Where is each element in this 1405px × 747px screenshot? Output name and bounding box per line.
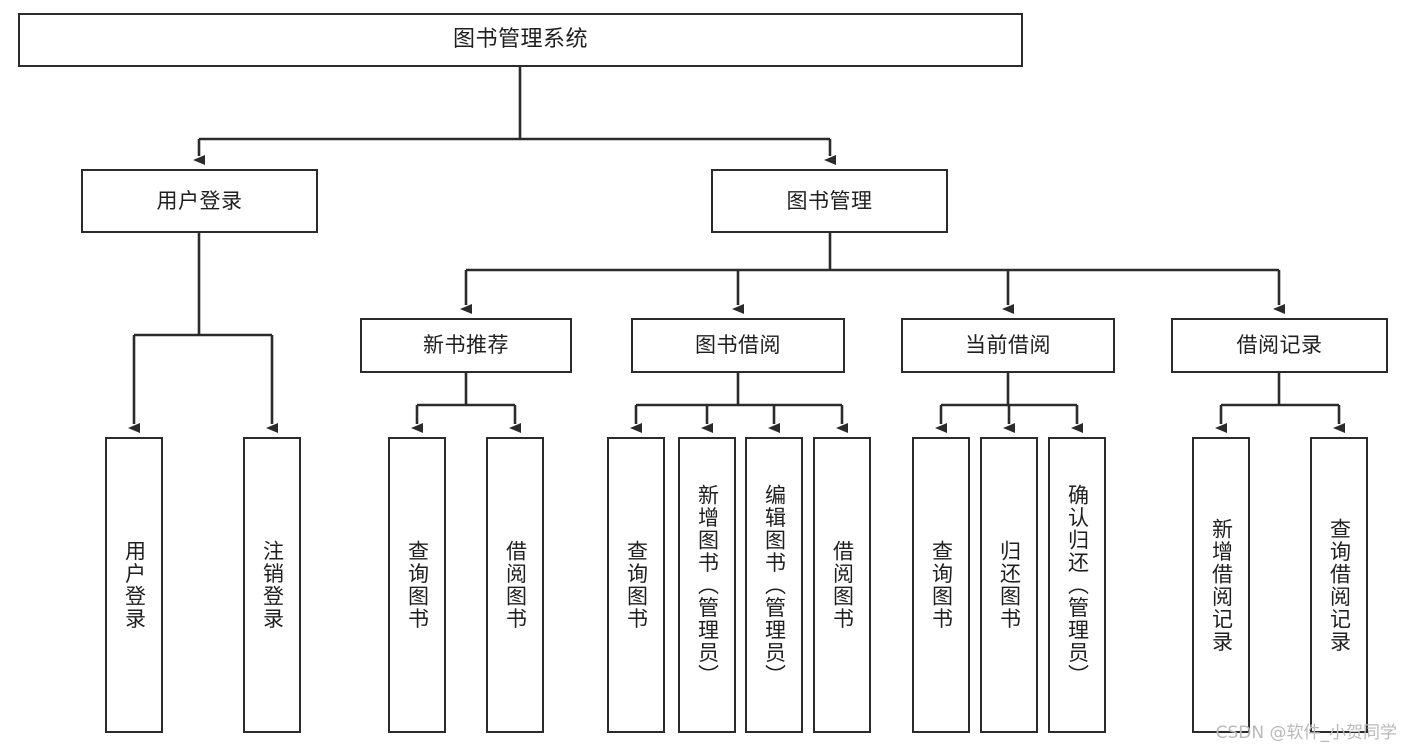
node-leaf-add-record[interactable]: 新增借阅记录	[1192, 437, 1250, 733]
node-leaf-confirm-return[interactable]: 确认归还（管理员）	[1048, 437, 1106, 733]
node-label: 编辑图书（管理员）	[762, 483, 787, 687]
node-label: 图书借阅	[695, 333, 781, 358]
node-label: 当前借阅	[965, 333, 1051, 358]
node-label: 用户登录	[122, 540, 147, 630]
node-label: 查询图书	[405, 540, 430, 630]
node-label: 新增图书（管理员）	[695, 483, 720, 687]
node-leaf-user-login[interactable]: 用户登录	[105, 437, 163, 733]
node-label: 借阅图书	[830, 540, 855, 630]
node-leaf-logout[interactable]: 注销登录	[243, 437, 301, 733]
node-label: 图书管理系统	[452, 27, 588, 53]
node-current-borrow[interactable]: 当前借阅	[901, 318, 1115, 373]
node-label: 新增借阅记录	[1209, 517, 1234, 653]
node-borrow-record[interactable]: 借阅记录	[1171, 318, 1388, 373]
node-leaf-borrow-book-1[interactable]: 借阅图书	[486, 437, 544, 733]
node-label: 图书管理	[786, 188, 873, 213]
node-leaf-add-book[interactable]: 新增图书（管理员）	[678, 437, 736, 733]
node-label: 查询图书	[929, 540, 954, 630]
node-label: 借阅图书	[503, 540, 528, 630]
node-label: 归还图书	[997, 540, 1022, 630]
node-leaf-borrow-book-2[interactable]: 借阅图书	[813, 437, 871, 733]
node-leaf-edit-book[interactable]: 编辑图书（管理员）	[745, 437, 803, 733]
node-label: 查询借阅记录	[1327, 517, 1352, 653]
node-label: 查询图书	[624, 540, 649, 630]
node-book-manage[interactable]: 图书管理	[711, 169, 948, 233]
node-new-book-recommend[interactable]: 新书推荐	[360, 318, 572, 373]
node-leaf-return-book[interactable]: 归还图书	[980, 437, 1038, 733]
node-label: 用户登录	[156, 188, 243, 213]
node-user-login[interactable]: 用户登录	[81, 169, 318, 233]
node-label: 新书推荐	[423, 333, 509, 358]
node-leaf-query-book-3[interactable]: 查询图书	[912, 437, 970, 733]
node-leaf-query-book-2[interactable]: 查询图书	[607, 437, 665, 733]
node-book-borrow[interactable]: 图书借阅	[631, 318, 845, 373]
node-label: 注销登录	[260, 540, 285, 630]
node-label: 借阅记录	[1236, 333, 1323, 358]
csdn-watermark: CSDN @软件_小贺同学	[1215, 723, 1397, 743]
node-leaf-query-book-1[interactable]: 查询图书	[388, 437, 446, 733]
node-label: 确认归还（管理员）	[1065, 483, 1090, 687]
node-leaf-query-record[interactable]: 查询借阅记录	[1310, 437, 1368, 733]
node-root-book-management-system[interactable]: 图书管理系统	[18, 13, 1023, 67]
